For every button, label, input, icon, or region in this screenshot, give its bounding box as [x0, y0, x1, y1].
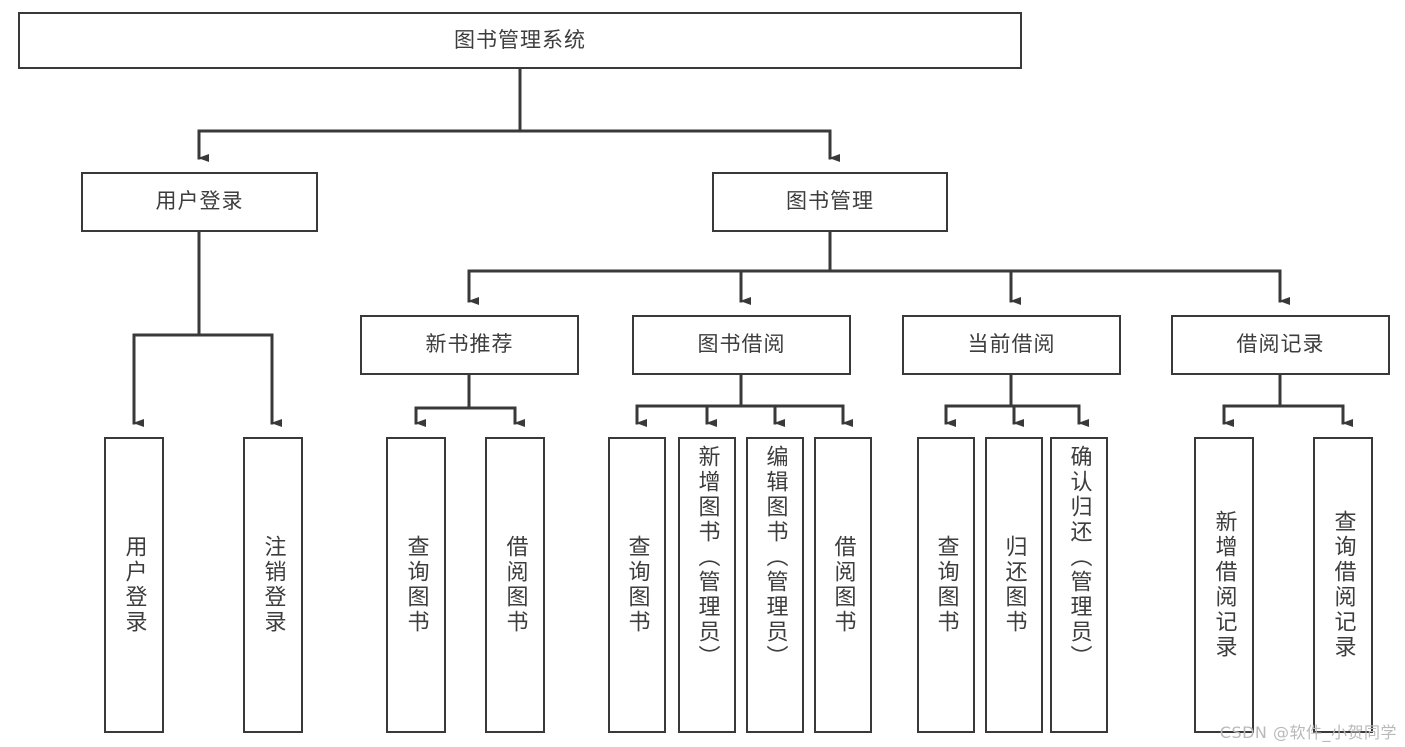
leaf-borrow-book-borrow-label: 借阅图书 [830, 535, 856, 635]
node-borrow-record-label: 借阅记录 [1236, 332, 1325, 357]
leaf-query-borrow-record[interactable]: 查询借阅记录 [1313, 437, 1373, 733]
node-user-login[interactable]: 用户登录 [81, 172, 318, 232]
leaf-add-book-admin-label: 新增图书（管理员） [694, 445, 720, 670]
node-new-book-recommend-label: 新书推荐 [425, 332, 514, 357]
leaf-add-borrow-record[interactable]: 新增借阅记录 [1194, 437, 1254, 733]
leaf-query-book-current-label: 查询图书 [933, 535, 959, 635]
leaf-return-book[interactable]: 归还图书 [985, 437, 1043, 733]
node-book-management[interactable]: 图书管理 [712, 172, 948, 232]
leaf-query-book-recommend[interactable]: 查询图书 [386, 437, 446, 733]
leaf-logout[interactable]: 注销登录 [243, 437, 303, 733]
leaf-confirm-return-admin-label: 确认归还（管理员） [1066, 445, 1092, 670]
leaf-edit-book-admin-label: 编辑图书（管理员） [762, 445, 788, 670]
leaf-query-book-borrow-label: 查询图书 [624, 535, 650, 635]
leaf-add-book-admin[interactable]: 新增图书（管理员） [678, 437, 736, 733]
leaf-add-borrow-record-label: 新增借阅记录 [1211, 510, 1237, 660]
node-current-borrow[interactable]: 当前借阅 [902, 315, 1121, 375]
node-user-login-label: 用户登录 [155, 189, 244, 214]
leaf-return-book-label: 归还图书 [1001, 535, 1027, 635]
leaf-query-book-borrow[interactable]: 查询图书 [608, 437, 666, 733]
node-book-borrow-label: 图书借阅 [697, 332, 786, 357]
leaf-edit-book-admin[interactable]: 编辑图书（管理员） [746, 437, 804, 733]
leaf-borrow-book-recommend-label: 借阅图书 [502, 535, 528, 635]
leaf-confirm-return-admin[interactable]: 确认归还（管理员） [1050, 437, 1108, 733]
leaf-logout-label: 注销登录 [260, 535, 286, 635]
node-current-borrow-label: 当前借阅 [967, 332, 1056, 357]
node-book-borrow[interactable]: 图书借阅 [632, 315, 851, 375]
node-root[interactable]: 图书管理系统 [18, 12, 1022, 69]
node-borrow-record[interactable]: 借阅记录 [1171, 315, 1390, 375]
node-root-label: 图书管理系统 [454, 27, 586, 52]
leaf-query-book-current[interactable]: 查询图书 [917, 437, 975, 733]
leaf-user-login-label: 用户登录 [121, 535, 147, 635]
leaf-borrow-book-recommend[interactable]: 借阅图书 [485, 437, 545, 733]
leaf-borrow-book-borrow[interactable]: 借阅图书 [814, 437, 872, 733]
node-new-book-recommend[interactable]: 新书推荐 [360, 315, 579, 375]
leaf-query-borrow-record-label: 查询借阅记录 [1330, 510, 1356, 660]
leaf-user-login[interactable]: 用户登录 [104, 437, 164, 733]
watermark: CSDN @软件_小贺同学 [1219, 723, 1397, 742]
leaf-query-book-recommend-label: 查询图书 [403, 535, 429, 635]
node-book-management-label: 图书管理 [786, 189, 874, 214]
